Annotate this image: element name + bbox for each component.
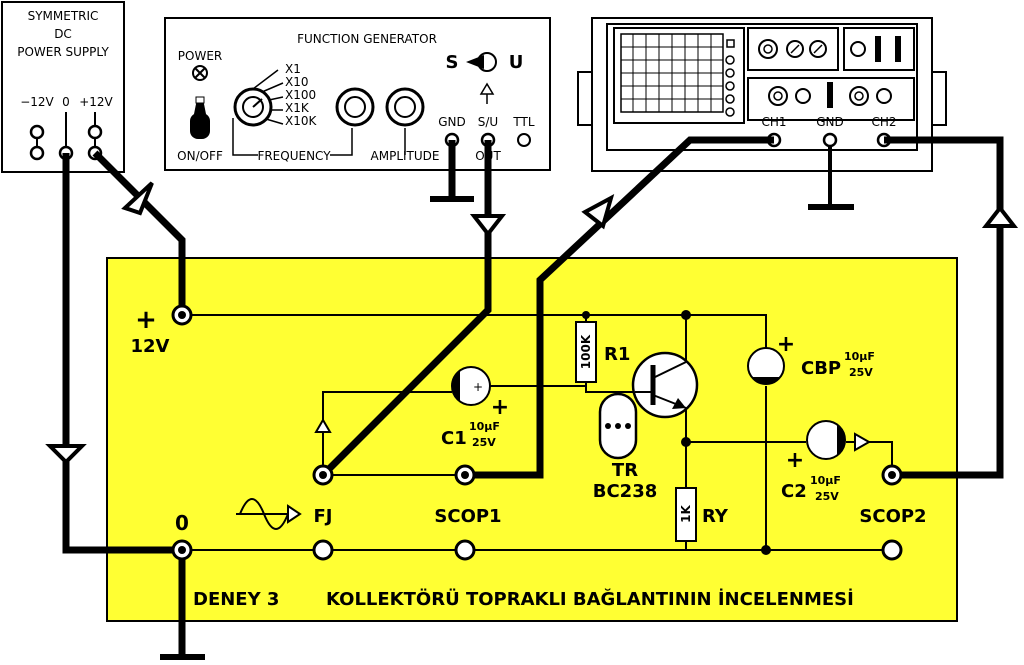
label-fj: FJ — [314, 506, 333, 527]
oscilloscope-unit: CH1 GND CH2 — [577, 17, 947, 210]
s-u-switch[interactable] — [466, 52, 497, 72]
c2-signal-arrow-icon — [854, 432, 872, 452]
ry-value: 1K — [679, 504, 693, 522]
terminal-neg-label: −12V — [20, 95, 54, 109]
power-label: POWER — [178, 49, 222, 63]
terminal-pos-jack[interactable] — [87, 124, 103, 140]
arrow-scop1-icon — [581, 193, 615, 230]
scope-ch2-label: CH2 — [871, 115, 896, 129]
cbp-label: CBP — [801, 358, 841, 379]
sine-wave-icon — [236, 498, 302, 530]
cbp-voltage: 25V — [849, 366, 873, 379]
c2-label: C2 — [781, 481, 807, 502]
cbp-capacitance: 10μF — [844, 350, 875, 363]
c1-pin-plus: + — [473, 380, 483, 394]
su-label: S/U — [478, 115, 498, 129]
terminal-neg-jack-2[interactable] — [29, 145, 45, 161]
arrow-ground-icon — [45, 444, 87, 465]
arrow-fj-icon — [469, 214, 507, 238]
c2-capacitance: 10μF — [810, 474, 841, 487]
amplitude-knob[interactable] — [385, 87, 425, 127]
power-supply-title-2: DC — [54, 27, 72, 41]
power-switch[interactable] — [190, 96, 210, 139]
cable-arrows — [45, 181, 1019, 465]
cbp-plus-sign: + — [777, 332, 795, 357]
arrow-scop2-icon — [981, 204, 1019, 228]
terminal-zero-label: 0 — [62, 95, 70, 109]
plus-12v-sign: + — [135, 305, 157, 335]
capacitor-c1: + — [451, 366, 491, 406]
circuit-wires — [182, 314, 893, 551]
c1-capacitance: 10μF — [469, 420, 500, 433]
cable-ground — [62, 153, 182, 554]
board-terminals — [171, 304, 903, 561]
cable-scop1 — [465, 136, 774, 479]
c2-plus-sign: + — [786, 448, 804, 473]
gnd-label: GND — [438, 115, 466, 129]
transistor-pinout-icon — [598, 392, 638, 460]
label-zero: 0 — [175, 511, 189, 535]
ry-label: RY — [702, 506, 729, 527]
experiment-number: DENEY 3 — [193, 589, 279, 610]
experiment-title: KOLLEKTÖRÜ TOPRAKLI BAĞLANTININ İNCELENM… — [326, 588, 854, 610]
amplitude-label: AMPLITUDE — [371, 149, 440, 163]
oscilloscope-screen — [613, 27, 745, 124]
ttl-label: TTL — [512, 115, 534, 129]
range-x1k: X1K — [285, 101, 310, 115]
cable-fj — [320, 140, 492, 478]
power-supply-title-3: POWER SUPPLY — [17, 45, 109, 59]
cable-scop2 — [884, 136, 1004, 479]
range-x100: X100 — [285, 88, 316, 102]
power-supply-unit: SYMMETRIC DC POWER SUPPLY −12V 0 +12V — [1, 1, 125, 173]
cable-12v — [92, 150, 186, 312]
r1-label: R1 — [604, 344, 630, 365]
resistor-ry: 1K — [675, 487, 697, 542]
scope-knob-4[interactable] — [850, 41, 866, 57]
frequency-knob[interactable] — [335, 87, 375, 127]
c1-label: C1 — [441, 428, 467, 449]
transistor-part: BC238 — [593, 481, 658, 502]
transistor-label: TR — [612, 460, 638, 481]
c2-voltage: 25V — [815, 490, 839, 503]
power-supply-box — [1, 1, 125, 173]
range-x10k: X10K — [285, 114, 317, 128]
c1-voltage: 25V — [472, 436, 496, 449]
label-scop2: SCOP2 — [859, 506, 926, 527]
scope-gnd-jack[interactable] — [822, 132, 838, 148]
frequency-label: FREQUENCY — [257, 149, 331, 163]
terminal-neg-jack[interactable] — [29, 124, 45, 140]
arrow-12v-icon — [121, 181, 154, 216]
scope-gnd-label: GND — [816, 115, 844, 129]
terminal-ground-2[interactable] — [312, 539, 334, 561]
scope-ch1-label: CH1 — [761, 115, 786, 129]
fj-signal-arrow-icon — [314, 418, 332, 433]
power-supply-title-1: SYMMETRIC — [28, 9, 99, 23]
capacitor-cbp — [747, 347, 785, 385]
patch-cables — [62, 136, 1004, 655]
ttl-jack[interactable] — [517, 133, 531, 147]
function-generator-title: FUNCTION GENERATOR — [297, 32, 437, 46]
terminal-pos-label: +12V — [79, 95, 113, 109]
label-scop1: SCOP1 — [434, 506, 501, 527]
range-x10: X10 — [285, 75, 309, 89]
r1-value: 100K — [579, 334, 593, 369]
c1-plus-sign: + — [491, 395, 509, 420]
s-label: S — [446, 52, 459, 73]
function-generator-unit: FUNCTION GENERATOR POWER ON/OFF X1 X10 X… — [164, 17, 551, 171]
terminal-ground-3[interactable] — [454, 539, 476, 561]
range-x1: X1 — [285, 62, 301, 76]
resistor-r1: 100K — [575, 321, 597, 383]
frequency-range-knob[interactable] — [233, 87, 273, 127]
u-label: U — [509, 52, 524, 73]
terminal-ground-4[interactable] — [881, 539, 903, 561]
on-off-label: ON/OFF — [177, 149, 223, 163]
label-12v: 12V — [131, 336, 170, 357]
capacitor-c2 — [806, 420, 846, 460]
transistor-tr — [631, 351, 699, 419]
